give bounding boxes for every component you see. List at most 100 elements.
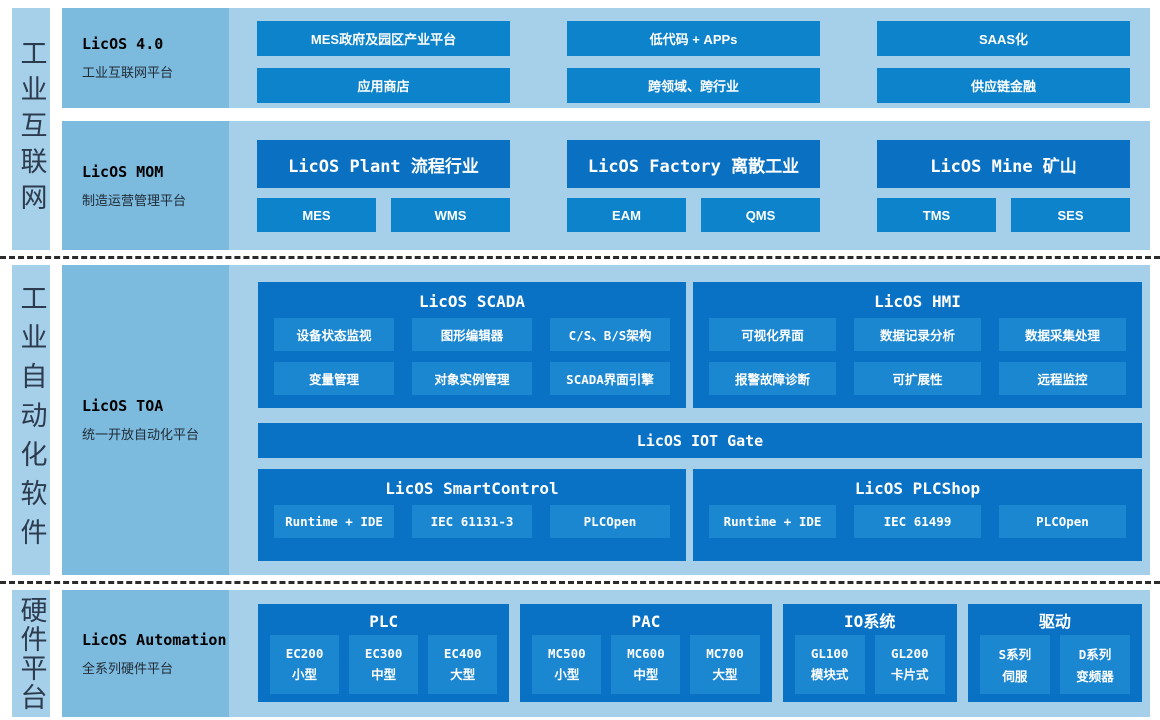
- mom-block-mes: MES: [257, 198, 376, 232]
- hmi-block-remote-monitor: 远程监控: [999, 362, 1126, 395]
- internet-rows: LicOS 4.0 工业互联网平台 MES政府及园区产业平台 低代码 + APP…: [62, 8, 1150, 250]
- licos40-block-lowcode-apps: 低代码 + APPs: [567, 21, 820, 56]
- row-hardware: LicOS Automation 全系列硬件平台 PLC EC200 小型 EC…: [62, 590, 1150, 717]
- mom-group-plant: LicOS Plant 流程行业 MES WMS: [257, 140, 510, 250]
- mom-block-eam: EAM: [567, 198, 686, 232]
- mom-mine-header: LicOS Mine 矿山: [877, 140, 1130, 188]
- iot-gate-bar: LicOS IOT Gate: [258, 423, 1142, 458]
- scada-block-object-instance: 对象实例管理: [412, 362, 532, 395]
- section-divider-bottom: [0, 581, 1160, 584]
- smartcontrol-block-iec61131: IEC 61131-3: [412, 505, 532, 538]
- hmi-block-visual-ui: 可视化界面: [709, 318, 836, 351]
- side-label-hardware: 硬件平台: [15, 595, 47, 712]
- licos40-block-saas: SAAS化: [877, 21, 1130, 56]
- plcshop-block-runtime-ide: Runtime + IDE: [709, 505, 836, 538]
- hw-pac-header: PAC: [631, 612, 661, 631]
- hw-drive-items: S系列 伺服 D系列 变频器: [979, 635, 1131, 694]
- hw-block-s-series-servo: S系列 伺服: [979, 635, 1050, 694]
- hw-group-plc: PLC EC200 小型 EC300 中型 EC400 大型: [258, 604, 510, 702]
- plcshop-items: Runtime + IDE IEC 61499 PLCOpen: [709, 505, 1126, 538]
- mom-title: LicOS MOM: [82, 162, 164, 181]
- smartcontrol-block-runtime-ide: Runtime + IDE: [274, 505, 394, 538]
- row-toa: LicOS TOA 统一开放自动化平台 LicOS SCADA 设备状态监视 图…: [62, 265, 1150, 575]
- plcshop-block-iec61499: IEC 61499: [854, 505, 981, 538]
- hw-model: MC500: [548, 646, 586, 661]
- hw-type: 小型: [292, 668, 318, 682]
- hw-type: 伺服: [1002, 670, 1028, 684]
- mom-block-tms: TMS: [877, 198, 996, 232]
- hw-model: MC700: [706, 646, 744, 661]
- mom-mine-items: TMS SES: [877, 198, 1130, 232]
- licos40-block-cross-domain: 跨领域、跨行业: [567, 68, 820, 103]
- hw-model: EC400: [443, 646, 482, 661]
- hw-model: GL200: [890, 646, 929, 661]
- mom-factory-items: EAM QMS: [567, 198, 820, 232]
- hmi-block-data-acquisition: 数据采集处理: [999, 318, 1126, 351]
- scada-block-cs-bs: C/S、B/S架构: [550, 318, 670, 351]
- hw-type: 大型: [712, 668, 738, 682]
- licos40-label-block: LicOS 4.0 工业互联网平台: [62, 8, 229, 108]
- toa-subtitle: 统一开放自动化平台: [82, 427, 200, 442]
- hw-model: EC200: [285, 646, 324, 661]
- plcshop-block-plcopen: PLCOpen: [999, 505, 1126, 538]
- scada-title: LicOS SCADA: [419, 292, 525, 311]
- hw-group-io: IO系统 GL100 模块式 GL200 卡片式: [782, 604, 957, 702]
- mom-group-factory: LicOS Factory 离散工业 EAM QMS: [567, 140, 820, 250]
- hw-group-drive: 驱动 S系列 伺服 D系列 变频器: [967, 604, 1142, 702]
- hw-title: LicOS Automation: [82, 630, 227, 649]
- scada-block-graphic-editor: 图形编辑器: [412, 318, 532, 351]
- hw-model: S系列: [998, 647, 1032, 662]
- row-gap: [62, 108, 1150, 121]
- hw-block-gl200: GL200 卡片式: [874, 635, 945, 694]
- hw-model: GL100: [810, 646, 849, 661]
- hw-model: EC300: [364, 646, 403, 661]
- hw-pac-items: MC500 小型 MC600 中型 MC700 大型: [532, 635, 760, 694]
- side-label-automation: 工业自动化软件: [15, 283, 47, 557]
- control-row: LicOS SmartControl Runtime + IDE IEC 611…: [258, 469, 1142, 561]
- scada-block-device-status: 设备状态监视: [274, 318, 394, 351]
- hmi-items: 可视化界面 数据记录分析 数据采集处理 报警故障诊断 可扩展性 远程监控: [709, 318, 1126, 395]
- hmi-container: LicOS HMI 可视化界面 数据记录分析 数据采集处理 报警故障诊断 可扩展…: [693, 282, 1142, 408]
- hw-block-d-series-inverter: D系列 变频器: [1059, 635, 1131, 694]
- section-hardware-platform: 硬件平台 LicOS Automation 全系列硬件平台 PLC EC200 …: [12, 590, 1150, 717]
- row-licos40: LicOS 4.0 工业互联网平台 MES政府及园区产业平台 低代码 + APP…: [62, 8, 1150, 108]
- toa-title: LicOS TOA: [82, 397, 164, 415]
- mom-factory-header: LicOS Factory 离散工业: [567, 140, 820, 188]
- hw-type: 小型: [554, 668, 580, 682]
- hw-plc-items: EC200 小型 EC300 中型 EC400 大型: [270, 635, 498, 694]
- hw-group-pac: PAC MC500 小型 MC600 中型 MC700 大型: [520, 604, 772, 702]
- hw-model: MC600: [627, 646, 665, 661]
- mom-plant-items: MES WMS: [257, 198, 510, 232]
- mom-group-mine: LicOS Mine 矿山 TMS SES: [877, 140, 1130, 250]
- hw-model: D系列: [1078, 647, 1112, 662]
- row-mom: LicOS MOM 制造运营管理平台 LicOS Plant 流程行业 MES …: [62, 121, 1150, 250]
- hmi-block-alarm-diagnosis: 报警故障诊断: [709, 362, 836, 395]
- hw-type: 大型: [450, 668, 476, 682]
- side-strip-internet: 工业互联网: [12, 8, 50, 250]
- scada-block-ui-engine: SCADA界面引擎: [550, 362, 670, 395]
- licos40-block-supply-chain-finance: 供应链金融: [877, 68, 1130, 103]
- hw-type: 模块式: [810, 668, 849, 682]
- mom-block-ses: SES: [1011, 198, 1130, 232]
- hw-drive-header: 驱动: [1038, 612, 1071, 631]
- hw-label-block: LicOS Automation 全系列硬件平台: [62, 590, 229, 717]
- hmi-title: LicOS HMI: [874, 292, 961, 311]
- toa-label-block: LicOS TOA 统一开放自动化平台: [62, 265, 229, 575]
- mom-label-block: LicOS MOM 制造运营管理平台: [62, 121, 229, 250]
- hw-type: 中型: [633, 668, 659, 682]
- side-strip-automation: 工业自动化软件: [12, 265, 50, 575]
- hw-block-ec400: EC400 大型: [428, 635, 498, 694]
- licos40-subtitle: 工业互联网平台: [82, 65, 174, 80]
- mom-block-wms: WMS: [391, 198, 510, 232]
- section-industrial-internet: 工业互联网 LicOS 4.0 工业互联网平台 MES政府及园区产业平台 低代码…: [12, 8, 1150, 250]
- licos40-title: LicOS 4.0: [82, 35, 164, 53]
- hw-type: 卡片式: [891, 668, 929, 682]
- scada-items: 设备状态监视 图形编辑器 C/S、B/S架构 变量管理 对象实例管理 SCADA…: [274, 318, 670, 395]
- licos40-panel: MES政府及园区产业平台 低代码 + APPs SAAS化 应用商店 跨领域、跨…: [229, 8, 1150, 108]
- hw-block-ec200: EC200 小型: [270, 635, 340, 694]
- hw-block-mc500: MC500 小型: [532, 635, 602, 694]
- section-automation-software: 工业自动化软件 LicOS TOA 统一开放自动化平台 LicOS SCADA …: [12, 265, 1150, 575]
- hw-block-mc700: MC700 大型: [690, 635, 760, 694]
- smartcontrol-items: Runtime + IDE IEC 61131-3 PLCOpen: [274, 505, 670, 538]
